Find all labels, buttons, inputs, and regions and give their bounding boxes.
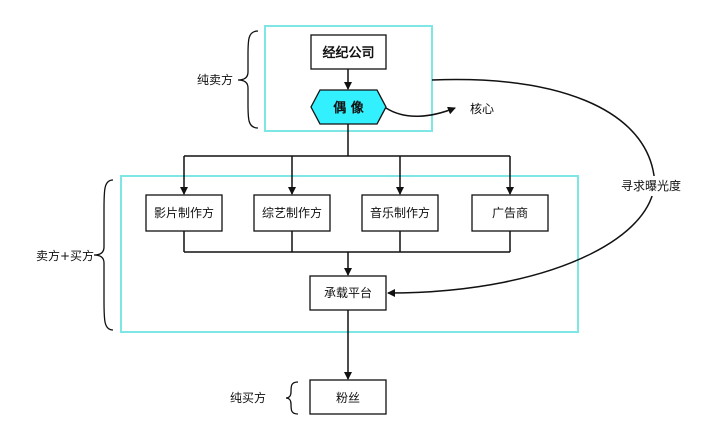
- idol-label: 偶 像: [333, 100, 365, 116]
- seek-exposure-label-bg: [605, 176, 697, 196]
- film-label: 影片制作方: [154, 205, 214, 220]
- pure-buyer-label: 纯买方: [230, 390, 266, 405]
- fans-node: [309, 379, 387, 415]
- pure-buyer-brace: [285, 381, 299, 415]
- pure-seller-brace: [237, 30, 259, 129]
- music-label: 音乐制作方: [370, 205, 430, 220]
- agency-label: 经纪公司: [322, 45, 374, 61]
- variety-node: [253, 194, 331, 232]
- fans-label: 粉丝: [336, 391, 360, 405]
- music-node: [361, 194, 439, 232]
- advertiser-label: 广告商: [492, 205, 528, 220]
- agency-node: [310, 34, 387, 70]
- variety-label: 综艺制作方: [262, 205, 322, 220]
- idol-to-core-arrow: [385, 106, 456, 117]
- platform-node: [309, 275, 387, 311]
- film-node: [145, 194, 223, 232]
- seller-buyer-label: 卖方+买方: [36, 248, 94, 263]
- platform-label: 承载平台: [324, 285, 372, 300]
- seek-exposure-label: 寻求曝光度: [621, 178, 681, 193]
- advertiser-node: [471, 194, 549, 232]
- seller-buyer-brace: [93, 179, 114, 331]
- seller-buyer-group: [120, 175, 579, 333]
- core-label: 核心: [470, 102, 494, 116]
- idol-node: [310, 89, 387, 125]
- pure-seller-label: 纯卖方: [197, 72, 233, 87]
- seek-exposure-arrow: [387, 78, 656, 297]
